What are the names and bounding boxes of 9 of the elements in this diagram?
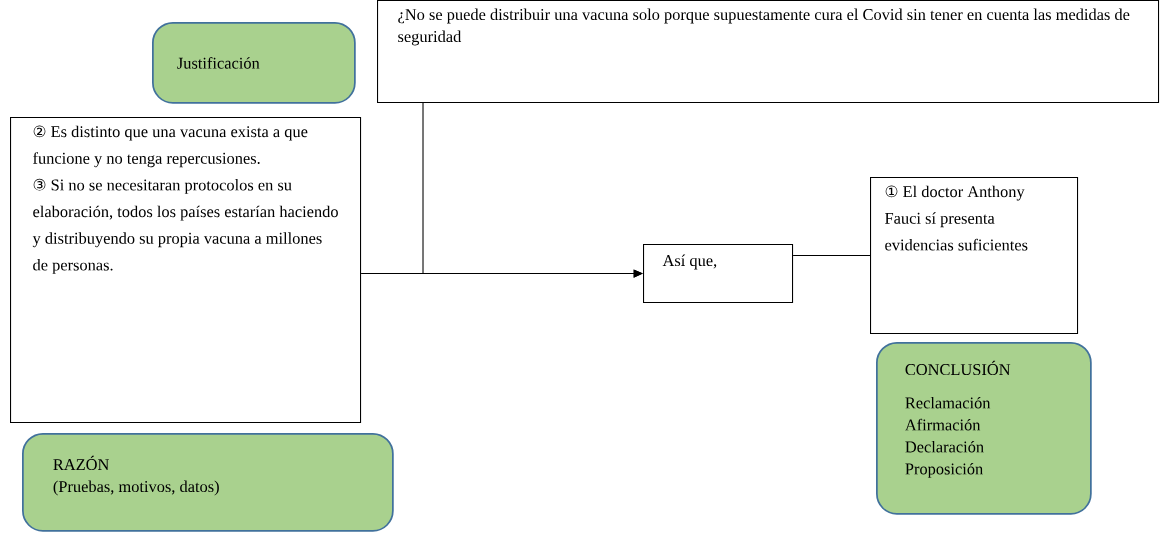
reason-box: ② Es distinto que una vacuna exista a que funcione y no tenga repercusiones. ③ Si no se necesitaran protocolos en su elaboración, todos los países estarían haciendo y distribuyendo su propia vacuna a millones de personas.	[10, 117, 362, 424]
connector-box: Así que,	[643, 244, 794, 304]
reason-label-box: RAZÓN (Pruebas, motivos, datos)	[22, 433, 394, 532]
connector-line	[422, 101, 643, 278]
warrant-box: ¿No se puede distribuir una vacuna solo porque supuestamente cura el Covid sin tener en cuenta las medidas de seguridad	[377, 0, 1160, 104]
connector-line	[792, 255, 871, 257]
justification-box: Justificación	[152, 22, 356, 104]
conclusion-box: ① El doctor Anthony Fauci sí presenta evidencias suficientes	[870, 177, 1079, 335]
conclusion-label-box: CONCLUSIÓN Reclamación Afirmación Declaración Proposición	[876, 342, 1092, 515]
